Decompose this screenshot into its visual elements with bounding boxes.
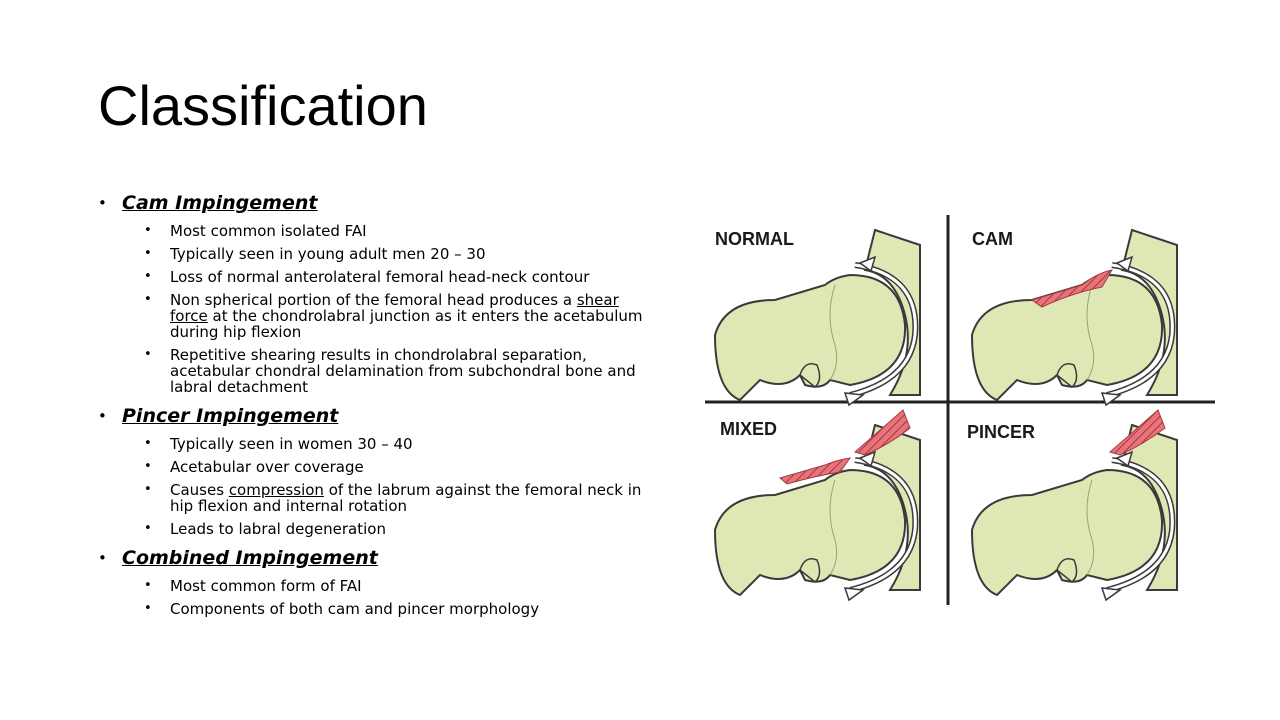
list-item: •Typically seen in women 30 – 40 (144, 435, 413, 453)
bullet-dot: • (144, 459, 152, 474)
panel-cam: CAM (972, 229, 1177, 405)
bullet-dot: • (144, 269, 152, 284)
bullet-dot: • (144, 521, 152, 536)
bullet-dot: • (144, 482, 152, 497)
list-item: •Causes compression of the labrum agains… (144, 481, 642, 515)
panel-mixed: MIXED (715, 409, 920, 600)
section-list: •Typically seen in women 30 – 40 •Acetab… (98, 436, 658, 537)
bullet-dot: • (144, 436, 152, 451)
bullet-dot: • (144, 578, 152, 593)
panel-normal: NORMAL (715, 229, 920, 405)
label-pincer: PINCER (967, 422, 1035, 442)
list-item: •Most common form of FAI (144, 577, 362, 595)
slide-title: Classification (98, 74, 428, 137)
bullet-dot: • (144, 246, 152, 261)
list-item: •Acetabular over coverage (144, 458, 364, 476)
bullet-content: • Cam Impingement •Most common isolated … (98, 190, 658, 625)
underlined-term: shear force (170, 291, 619, 325)
list-item: •Typically seen in young adult men 20 – … (144, 245, 486, 263)
bullet-dot: • (144, 347, 152, 362)
underlined-term: compression (228, 481, 324, 499)
bullet-dot: • (98, 549, 107, 567)
section-heading: Combined Impingement (122, 547, 378, 569)
bullet-dot: • (144, 223, 152, 238)
list-item: •Repetitive shearing results in chondrol… (144, 346, 636, 396)
section-list: •Most common form of FAI •Components of … (98, 578, 658, 617)
fai-classification-figure: NORMAL CAM MIXED PINCER (705, 215, 1215, 605)
panel-pincer: PINCER (967, 409, 1177, 600)
list-item: •Most common isolated FAI (144, 222, 367, 240)
bullet-dot: • (98, 407, 107, 425)
section-heading: Cam Impingement (122, 192, 318, 214)
pincer-lesion (853, 409, 911, 456)
label-cam: CAM (972, 229, 1013, 249)
list-item: •Leads to labral degeneration (144, 520, 386, 538)
section-pincer: • Pincer Impingement •Typically seen in … (98, 403, 658, 537)
bullet-dot: • (98, 194, 107, 212)
label-normal: NORMAL (715, 229, 794, 249)
section-list: •Most common isolated FAI •Typically see… (98, 223, 658, 395)
list-item: •Components of both cam and pincer morph… (144, 600, 540, 618)
bullet-dot: • (144, 292, 152, 307)
cam-lesion (1030, 269, 1113, 308)
list-item: •Non spherical portion of the femoral he… (144, 291, 643, 341)
pincer-lesion (1108, 409, 1166, 456)
section-combined: • Combined Impingement •Most common form… (98, 545, 658, 617)
section-cam: • Cam Impingement •Most common isolated … (98, 190, 658, 395)
cam-lesion (778, 457, 852, 485)
bullet-dot: • (144, 601, 152, 616)
label-mixed: MIXED (720, 419, 777, 439)
section-heading: Pincer Impingement (122, 405, 339, 427)
list-item: •Loss of normal anterolateral femoral he… (144, 268, 590, 286)
